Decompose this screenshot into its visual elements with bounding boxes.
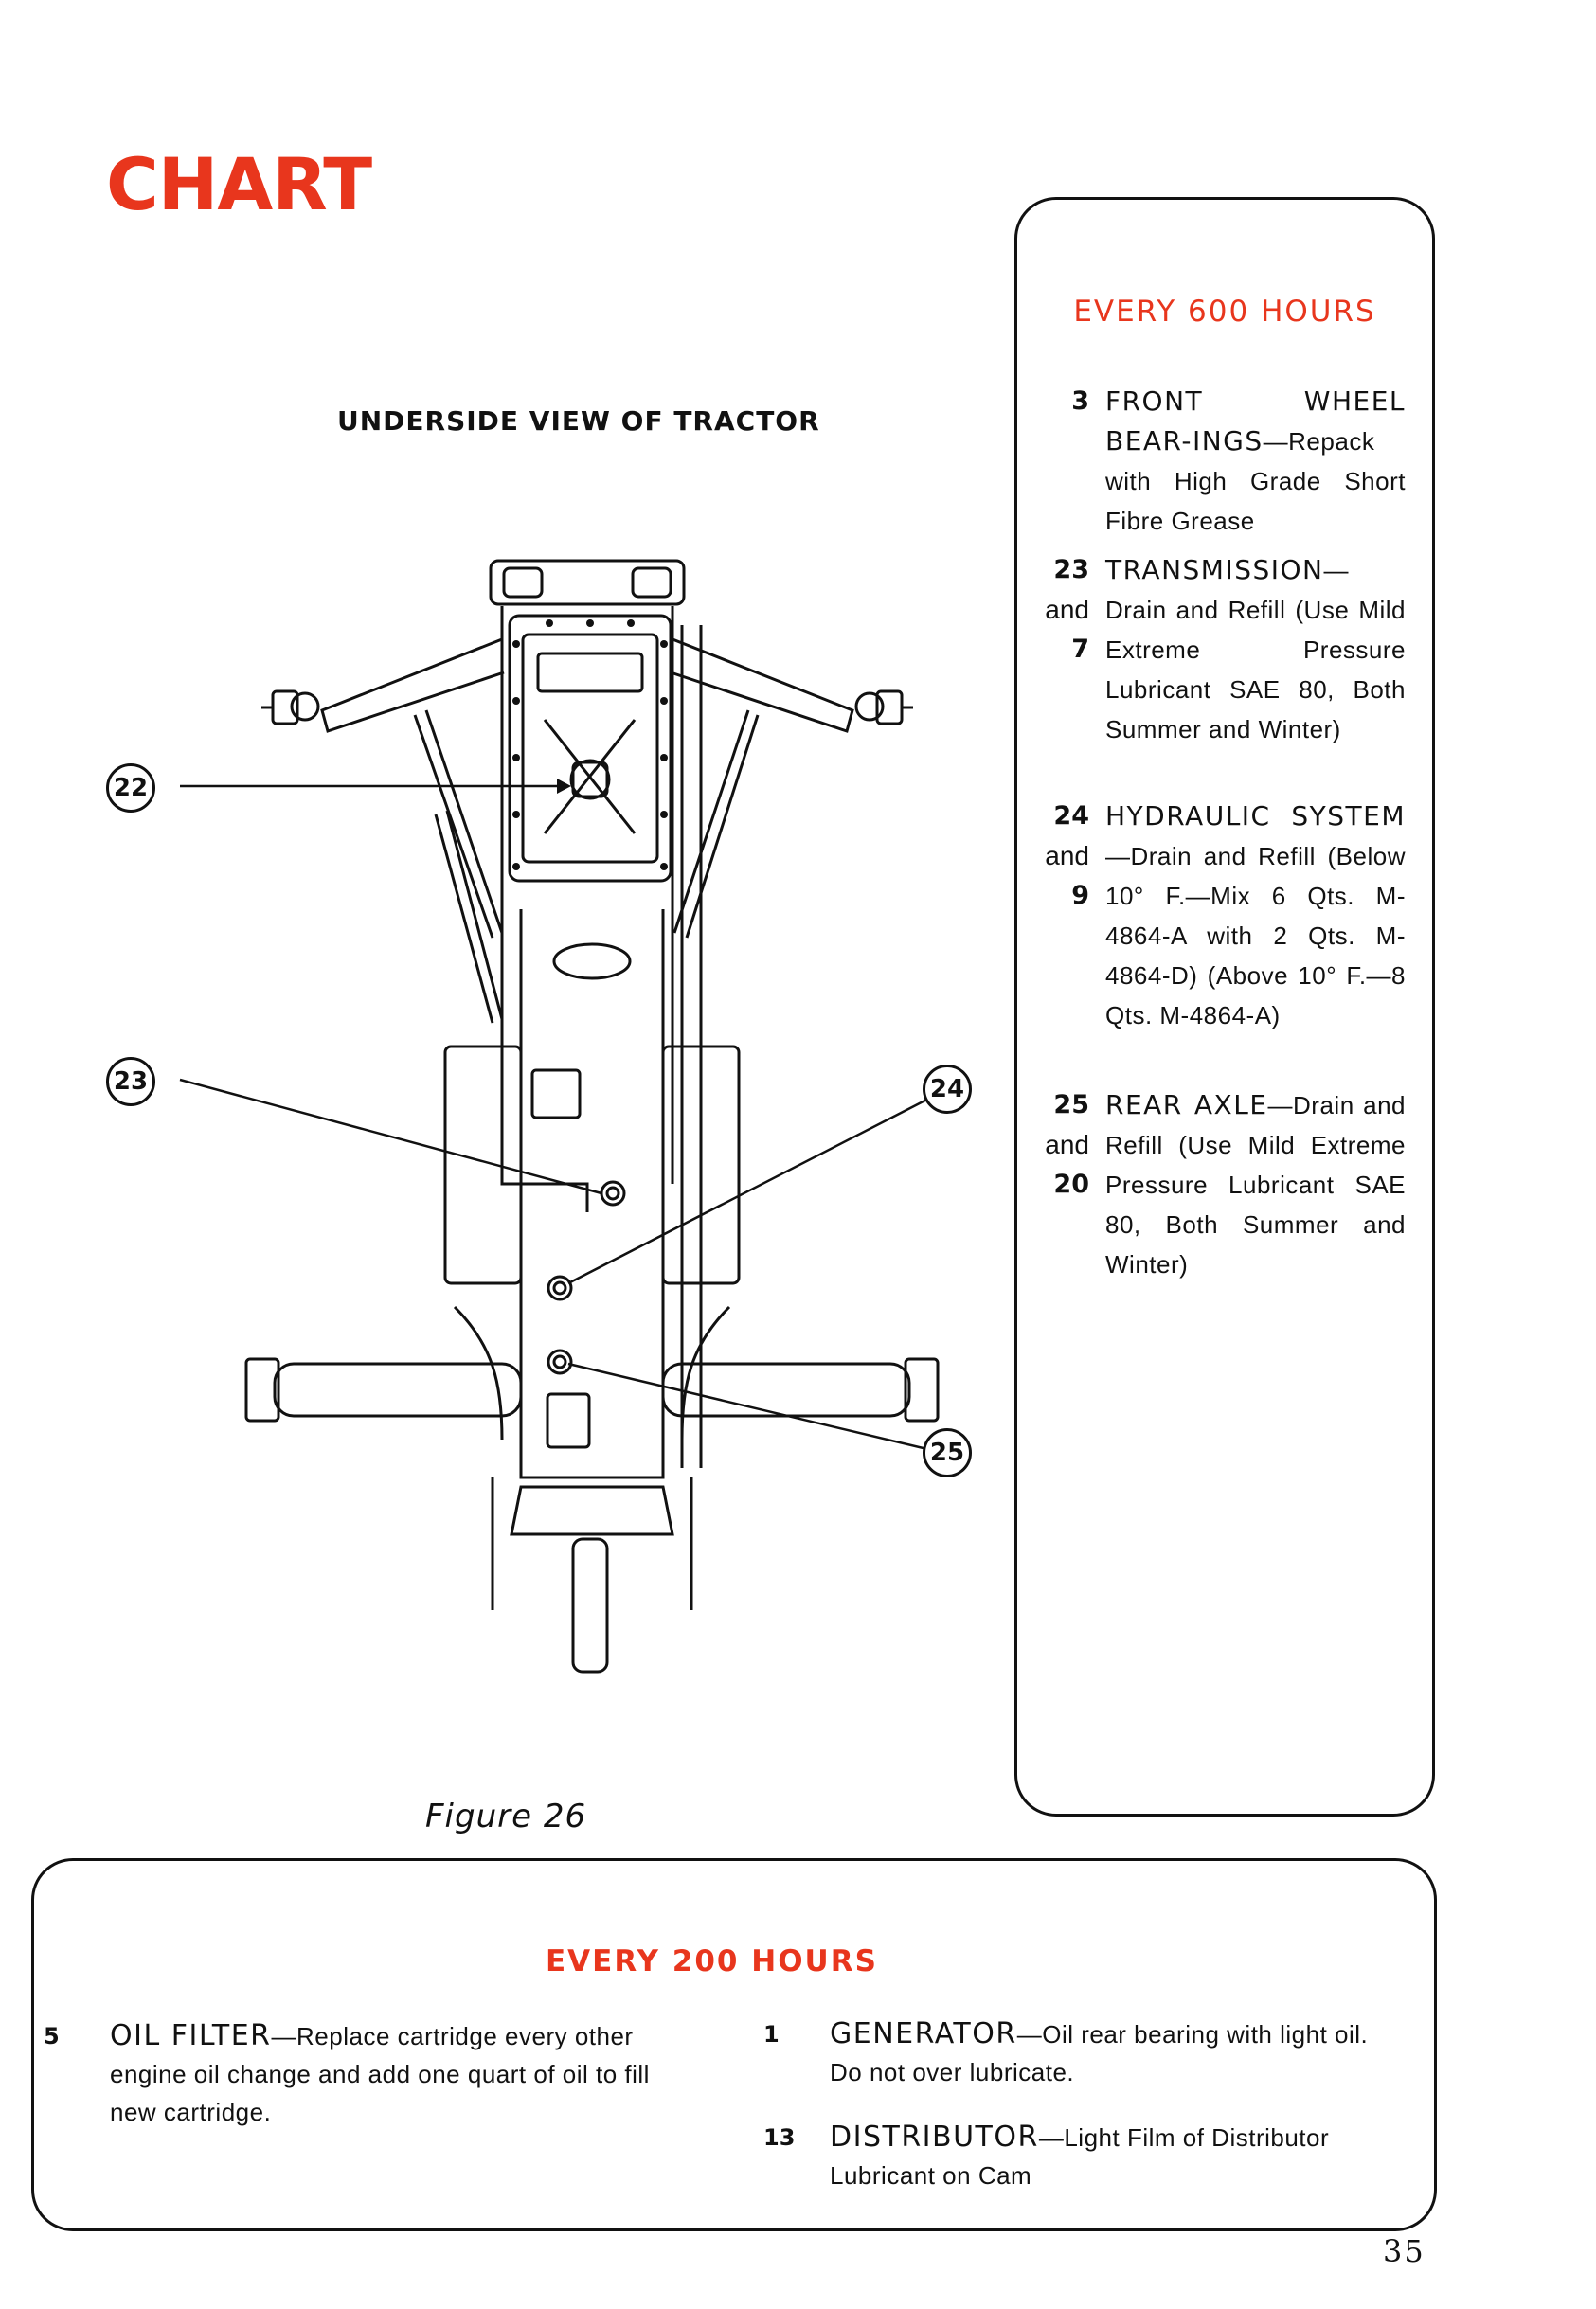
- entry-lead: GENERATOR: [830, 2017, 1017, 2050]
- entry-text: HYDRAULIC SYSTEM —Drain and Refill (Belo…: [1105, 797, 1406, 1035]
- entry-lead: DISTRIBUTOR: [830, 2121, 1039, 2154]
- entry-lead: HYDRAULIC SYSTEM: [1105, 800, 1406, 832]
- entry-numbers: 25 and 20: [1045, 1090, 1089, 1199]
- entry-body: —Oil rear bearing with light oil. Do not…: [830, 2020, 1369, 2086]
- entry-body: —Drain and Refill (Below 10° F.—Mix 6 Qt…: [1105, 842, 1406, 1029]
- entry-text: GENERATOR—Oil rear bearing with light oi…: [830, 2015, 1398, 2091]
- callout-23: 23: [106, 1057, 155, 1106]
- entry-body: —Replace cartridge every other engine oi…: [110, 2022, 650, 2126]
- callout-24: 24: [923, 1065, 972, 1114]
- entry-text: FRONT WHEEL BEAR-INGS—Repack with High G…: [1105, 382, 1406, 541]
- every-600-hours-box: EVERY 600 HOURS 3 FRONT WHEEL BEAR-INGS—…: [1014, 197, 1435, 1817]
- every-200-hours-box: EVERY 200 HOURS 5 OIL FILTER—Replace car…: [31, 1858, 1437, 2231]
- entry-text: REAR AXLE—Drain and Refill (Use Mild Ext…: [1105, 1085, 1406, 1284]
- tractor-drawing: [179, 559, 948, 1674]
- entry-number: 1: [763, 2021, 780, 2048]
- box-200-title: EVERY 200 HOURS: [546, 1944, 878, 1978]
- entry-lead: FRONT WHEEL BEAR-INGS: [1105, 385, 1406, 456]
- entry-text: OIL FILTER—Replace cartridge every other…: [110, 2017, 669, 2131]
- entry-numbers: 24 and 9: [1045, 801, 1089, 910]
- entry-body: —Drain and Refill (Use Mild Extreme Pres…: [1105, 1091, 1406, 1279]
- box-600-title: EVERY 600 HOURS: [1073, 295, 1376, 329]
- entry-body: —Repack with High Grade Short Fibre Grea…: [1105, 427, 1406, 535]
- entry-number: 5: [44, 2023, 60, 2049]
- callout-25: 25: [923, 1428, 972, 1477]
- figure-caption: Figure 26: [425, 1798, 587, 1835]
- entry-numbers: 3: [1071, 386, 1089, 416]
- page-heading: CHART: [106, 142, 372, 226]
- entry-numbers: 23 and 7: [1045, 555, 1089, 664]
- entry-body: —Drain and Refill (Use Mild Extreme Pres…: [1105, 556, 1406, 743]
- entry-lead: OIL FILTER: [110, 2019, 272, 2052]
- entry-lead: REAR AXLE: [1105, 1089, 1268, 1120]
- diagram-title: UNDERSIDE VIEW OF TRACTOR: [337, 405, 820, 437]
- entry-lead: TRANSMISSION: [1105, 554, 1324, 585]
- callout-22: 22: [106, 763, 155, 813]
- entry-body: —Light Film of Distributor Lubricant on …: [830, 2123, 1330, 2190]
- entry-text: DISTRIBUTOR—Light Film of Distributor Lu…: [830, 2119, 1398, 2194]
- tractor-underside-diagram: 22 23 24 25: [95, 530, 985, 1695]
- page-number: 35: [1383, 2233, 1426, 2269]
- entry-text: TRANSMISSION—Drain and Refill (Use Mild …: [1105, 550, 1406, 749]
- entry-number: 13: [763, 2124, 796, 2151]
